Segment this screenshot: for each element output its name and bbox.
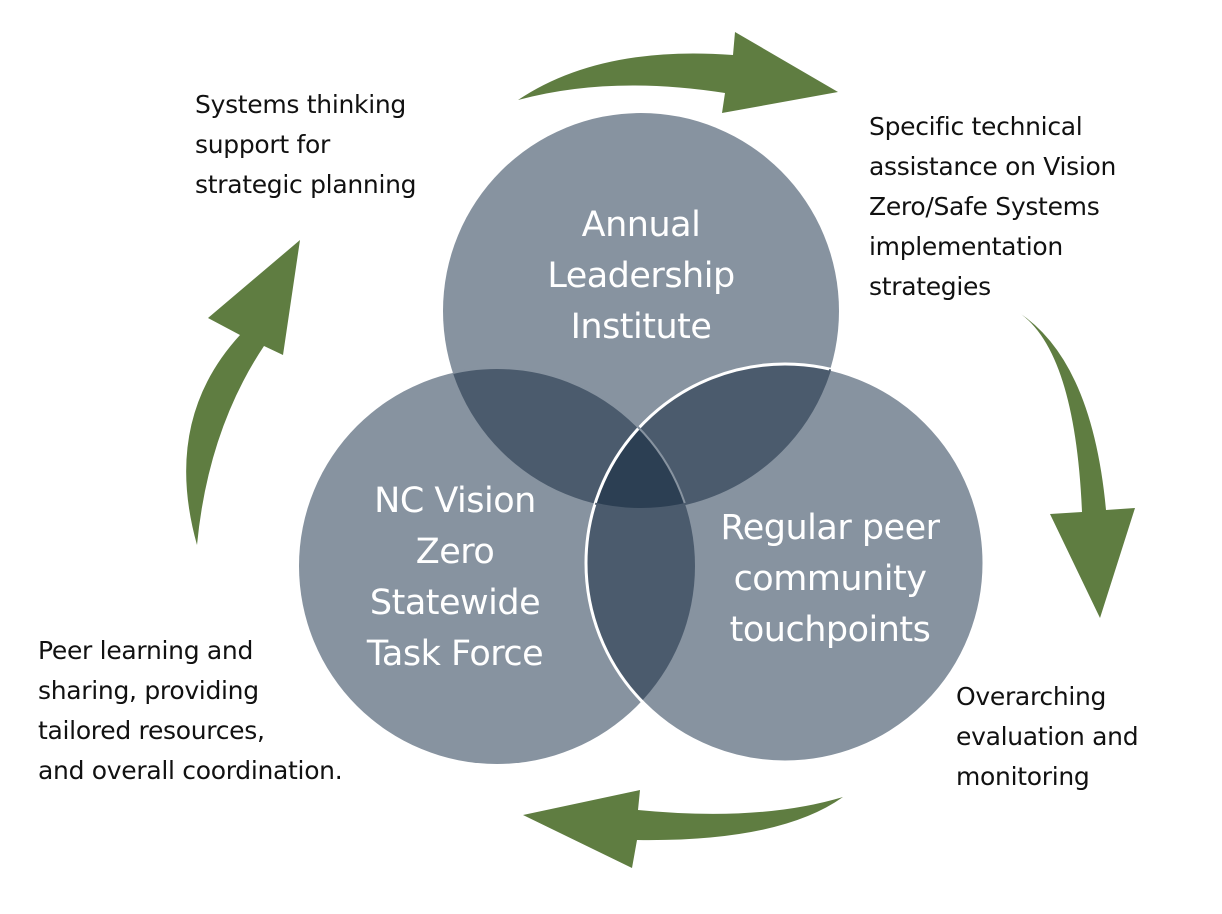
arrow-left-icon — [186, 240, 300, 545]
note-top-right: Specific technical assistance on Vision … — [869, 112, 1117, 301]
circle-label-right: Regular peer community touchpoints — [720, 508, 940, 650]
arrow-top-icon — [518, 32, 838, 113]
note-top-left: Systems thinking support for strategic p… — [195, 90, 417, 199]
arrow-bottom-icon — [523, 790, 843, 868]
note-bottom-right: Overarching evaluation and monitoring — [956, 682, 1139, 791]
overlap-top-left — [443, 368, 695, 509]
note-bottom-left: Peer learning and sharing, providing tai… — [38, 636, 343, 785]
arrow-right-icon — [1018, 312, 1135, 618]
circle-label-top: Annual Leadership Institute — [547, 205, 735, 347]
overlap-top-right — [586, 364, 839, 509]
circle-label-left: NC Vision Zero Statewide Task Force — [366, 481, 544, 674]
